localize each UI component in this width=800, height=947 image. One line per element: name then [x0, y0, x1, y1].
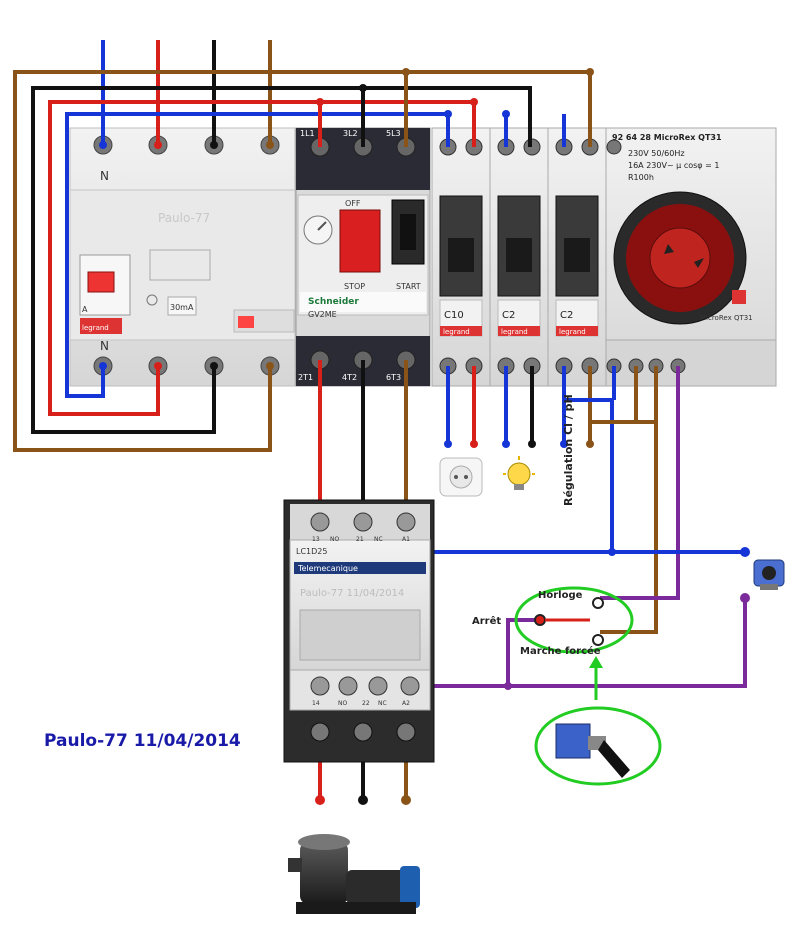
circuit-breakers: C10 legrand C2 legrand C2 [431, 127, 607, 387]
breaker-stop-label: STOP [344, 282, 365, 291]
differential-rating: 30mA [170, 303, 194, 312]
contactor-top-terminals: 13 NO 21 NC A1 [310, 512, 416, 543]
timer-line2: 16A 230V~ μ cosφ = 1 [628, 161, 719, 170]
breaker-c2-a-brand: legrand [501, 328, 528, 336]
contactor-term-no-top: NO [330, 536, 339, 543]
differential-top-n-label: N [100, 169, 109, 183]
timer-line1: 230V 50/60Hz [628, 149, 685, 158]
terminal-6t3: 6T3 [386, 373, 401, 382]
terminal-5l3: 5L3 [386, 129, 401, 138]
breaker-start-label: START [396, 282, 421, 291]
watermark-text: Paulo-77 [158, 211, 210, 225]
dosing-pump-icon [753, 559, 785, 590]
timer-header: 92 64 28 MicroRex QT31 [612, 133, 722, 142]
contactor-term-22: 22 [362, 700, 370, 707]
terminal-2t1: 2T1 [298, 373, 313, 382]
contactor-bottom-terminals: 14 NO 22 NC A2 [310, 676, 420, 742]
contactor-term-21: 21 [356, 536, 364, 543]
toggle-switch-icon [534, 706, 662, 786]
breaker-model: GV2ME [308, 310, 337, 319]
selector-switch: Horloge Arrêt Marche forcée [472, 586, 634, 700]
breaker-c10: C10 legrand [431, 127, 491, 387]
switch-marche-forcee-label: Marche forcée [520, 645, 601, 657]
contactor-term-14: 14 [312, 700, 320, 707]
switch-arret-label: Arrêt [472, 615, 501, 627]
contactor-term-no-bottom: NO [338, 700, 347, 707]
pool-pump-icon [288, 834, 420, 914]
breaker-off-label: OFF [345, 199, 361, 208]
differential-type: A [82, 305, 88, 314]
supply-wire-dots [99, 68, 594, 370]
contactor: LC1D25 Telemecanique Paulo-77 11/04/2014… [283, 499, 435, 763]
socket-icon [439, 457, 483, 497]
switch-horloge-label: Horloge [538, 590, 583, 601]
regulation-label: Régulation Cl / pH [562, 394, 575, 506]
terminal-3l2: 3L2 [343, 129, 358, 138]
terminal-4t2: 4T2 [342, 373, 357, 382]
timer-microrex: 92 64 28 MicroRex QT31 230V 50/60Hz 16A … [605, 127, 777, 387]
switch-horloge-contact [592, 597, 604, 609]
contactor-watermark: Paulo-77 11/04/2014 [300, 588, 404, 599]
terminal-1l1: 1L1 [300, 129, 315, 138]
output-wire-dots [315, 440, 750, 805]
contactor-brand: Telemecanique [297, 564, 358, 573]
differential-switch: N N 30mA legrand A Paulo-77 [69, 127, 296, 387]
breaker-brand: Schneider [308, 297, 359, 307]
contactor-term-13: 13 [312, 536, 320, 543]
breaker-c2-a-rating: C2 [502, 310, 515, 321]
differential-brand: legrand [82, 324, 109, 332]
switch-common-contact [534, 614, 546, 626]
breaker-c2-a: C2 legrand [489, 127, 549, 387]
switch-marche-forcee-contact [592, 634, 604, 646]
lightbulb-icon [503, 456, 535, 490]
breaker-c10-rating: C10 [444, 310, 464, 321]
author-signature: Paulo-77 11/04/2014 [44, 731, 241, 751]
breaker-c2-b: C2 legrand [547, 127, 607, 387]
contactor-term-a2: A2 [402, 700, 410, 707]
timer-line3: R100h [628, 173, 654, 182]
supply-wires [13, 40, 592, 452]
contactor-term-nc-bottom: NC [378, 700, 387, 707]
breaker-c2-b-rating: C2 [560, 310, 573, 321]
differential-bottom-n-label: N [100, 339, 109, 353]
motor-circuit-breaker: OFF STOP START Schneider GV2ME 1L1 3L2 5… [295, 127, 431, 387]
timer-dial-center[interactable] [649, 227, 711, 289]
contactor-model: LC1D25 [296, 547, 327, 556]
contactor-term-nc-top: NC [374, 536, 383, 543]
timer-model-label: MicroRex QT31 [700, 314, 753, 322]
breaker-c2-b-brand: legrand [559, 328, 586, 336]
breaker-c10-brand: legrand [443, 328, 470, 336]
contactor-term-a1: A1 [402, 536, 410, 543]
